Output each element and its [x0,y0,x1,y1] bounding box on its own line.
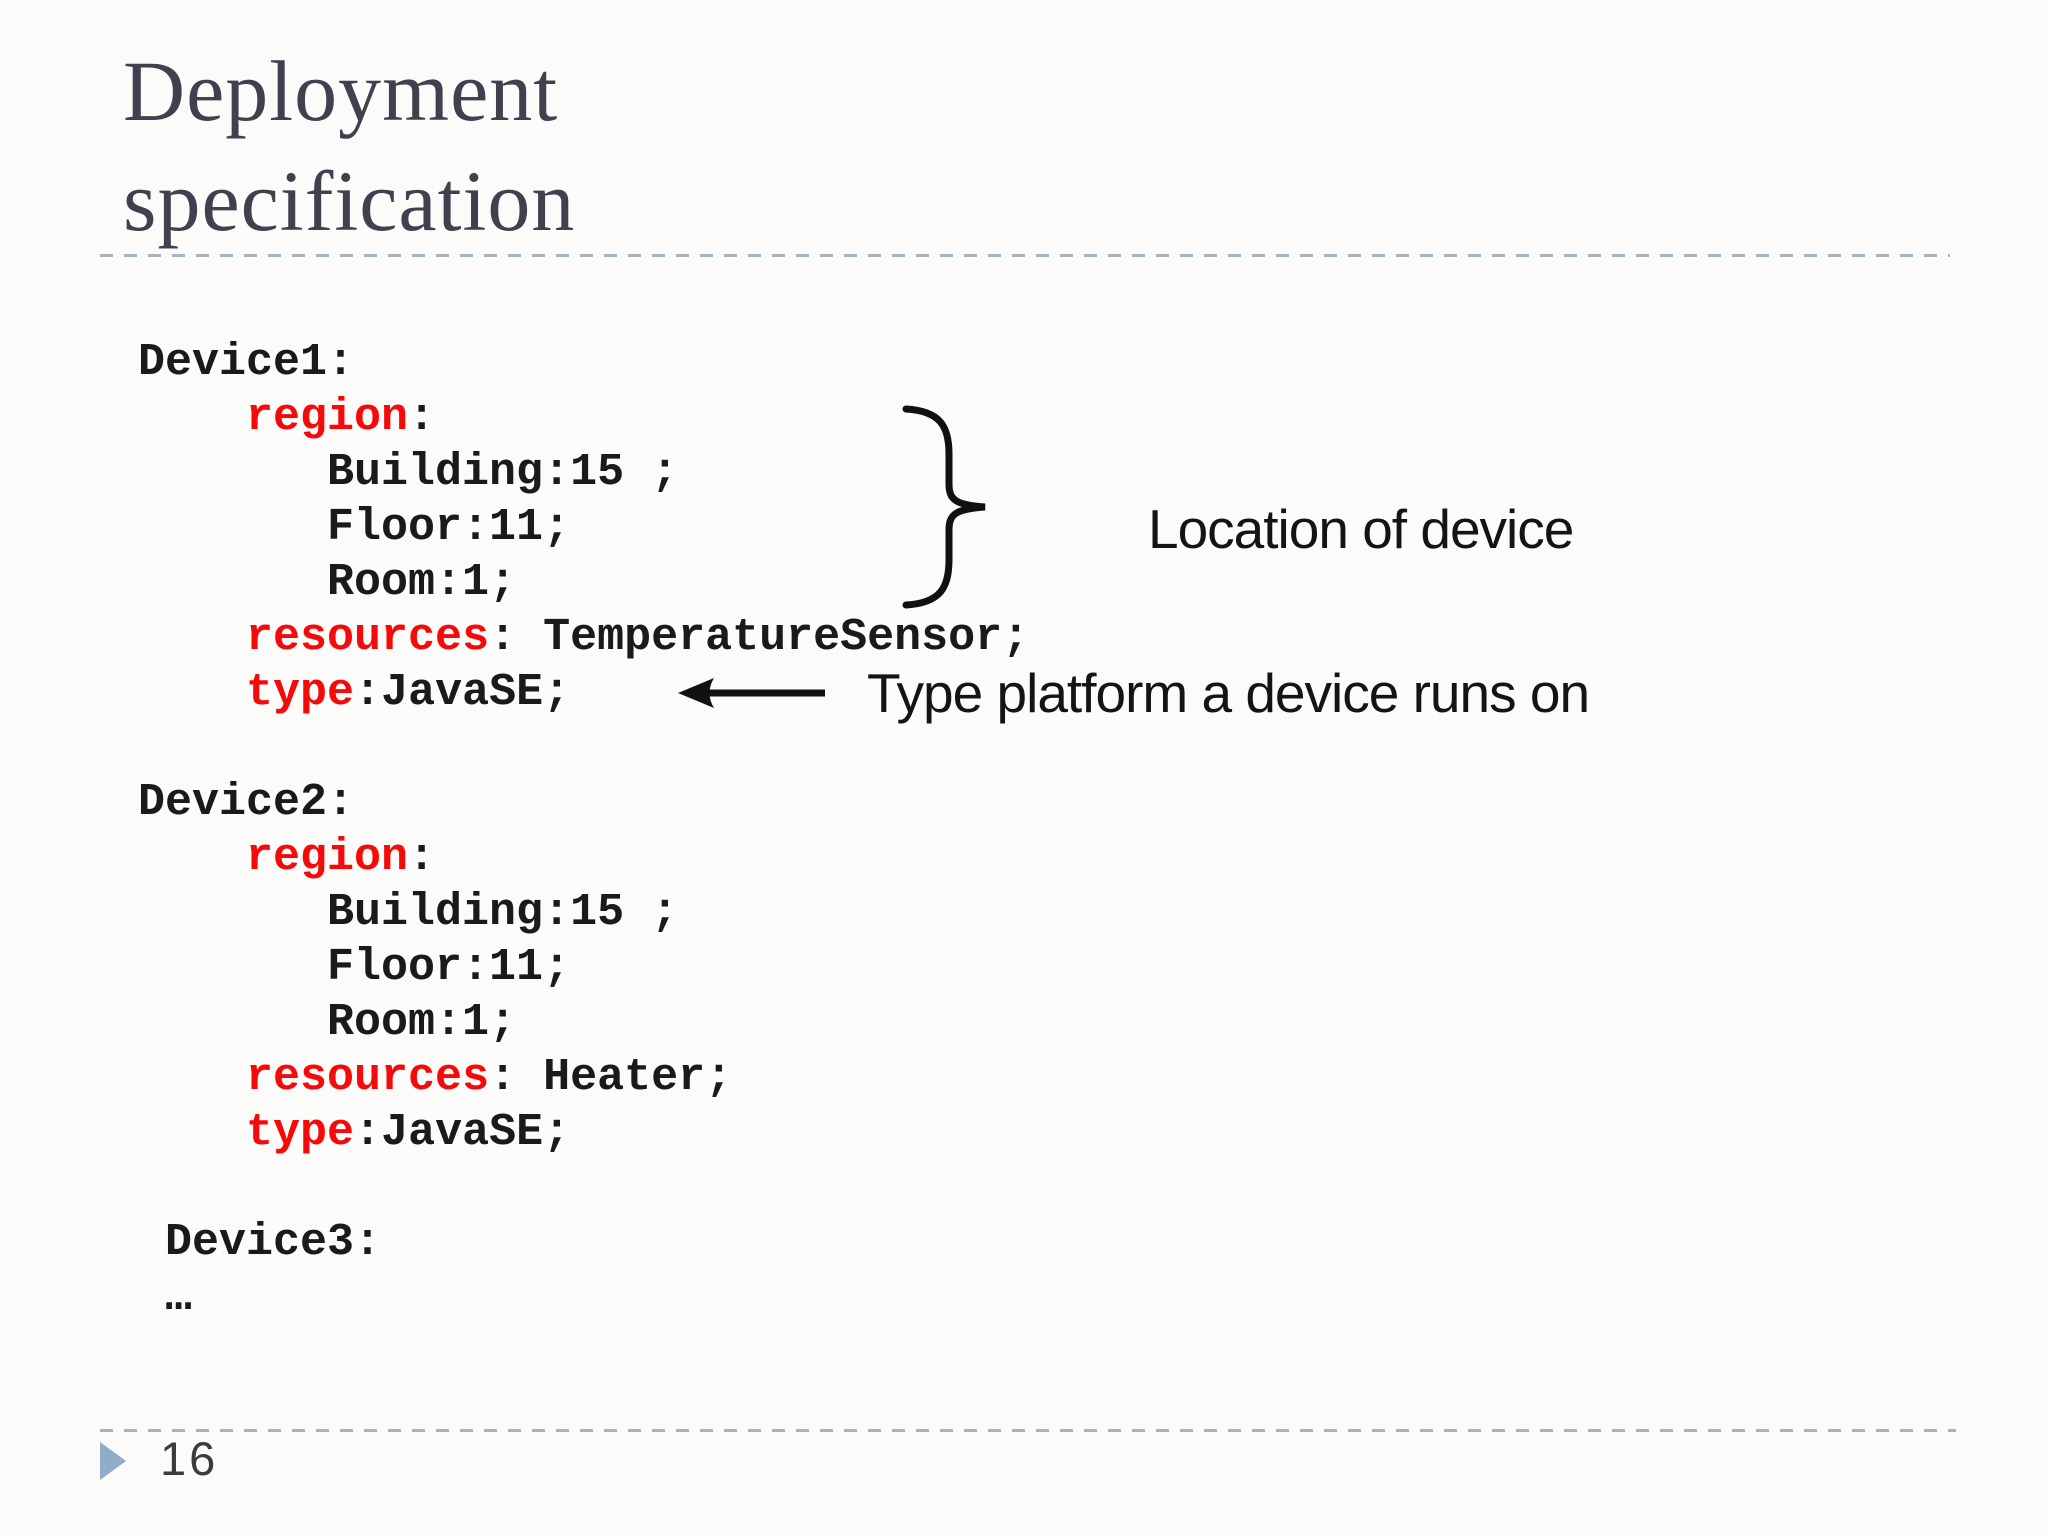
code-keyword: region [246,832,409,883]
right-triangle-icon [100,1442,126,1480]
code-line: Building:15 ; [138,447,679,498]
code-keyword: type [246,1107,355,1158]
code-line: Room:1; [138,557,517,608]
code-line: Building:15 ; [138,887,679,938]
code-line: Device2: [138,777,355,828]
type-annotation: Type platform a device runs on [867,662,1590,724]
code-line: Device1: [138,337,355,388]
title-line-1: Deployment [123,43,559,139]
page-title: Deployment specification [123,36,575,256]
code-line: resources: Heater; [246,1052,733,1103]
code-line: region: [246,392,436,443]
left-arrow-icon [678,678,825,708]
code-line: Room:1; [138,997,517,1048]
code-keyword: resources [246,612,490,663]
code-line: type:JavaSE; [246,667,571,718]
code-line: resources: TemperatureSensor; [246,612,1030,663]
footer-divider [100,1429,1956,1432]
code-line [138,720,1029,775]
code-line: … [138,1272,193,1323]
title-divider [100,254,1950,257]
code-keyword: resources [246,1052,490,1103]
page-number: 16 [160,1432,219,1485]
title-line-2: specification [123,153,576,249]
code-line [138,1160,1029,1215]
right-curly-brace-icon [902,405,986,609]
code-line: type:JavaSE; [246,1107,571,1158]
code-line: Floor:11; [138,942,571,993]
code-block: Device1: region: Building:15 ; Floor:11;… [138,335,1029,1325]
code-line: Floor:11; [138,502,571,553]
code-keyword: region [246,392,409,443]
code-line: region: [246,832,436,883]
code-line: Device3: [138,1217,382,1268]
code-keyword: type [246,667,355,718]
location-annotation: Location of device [1148,498,1574,560]
